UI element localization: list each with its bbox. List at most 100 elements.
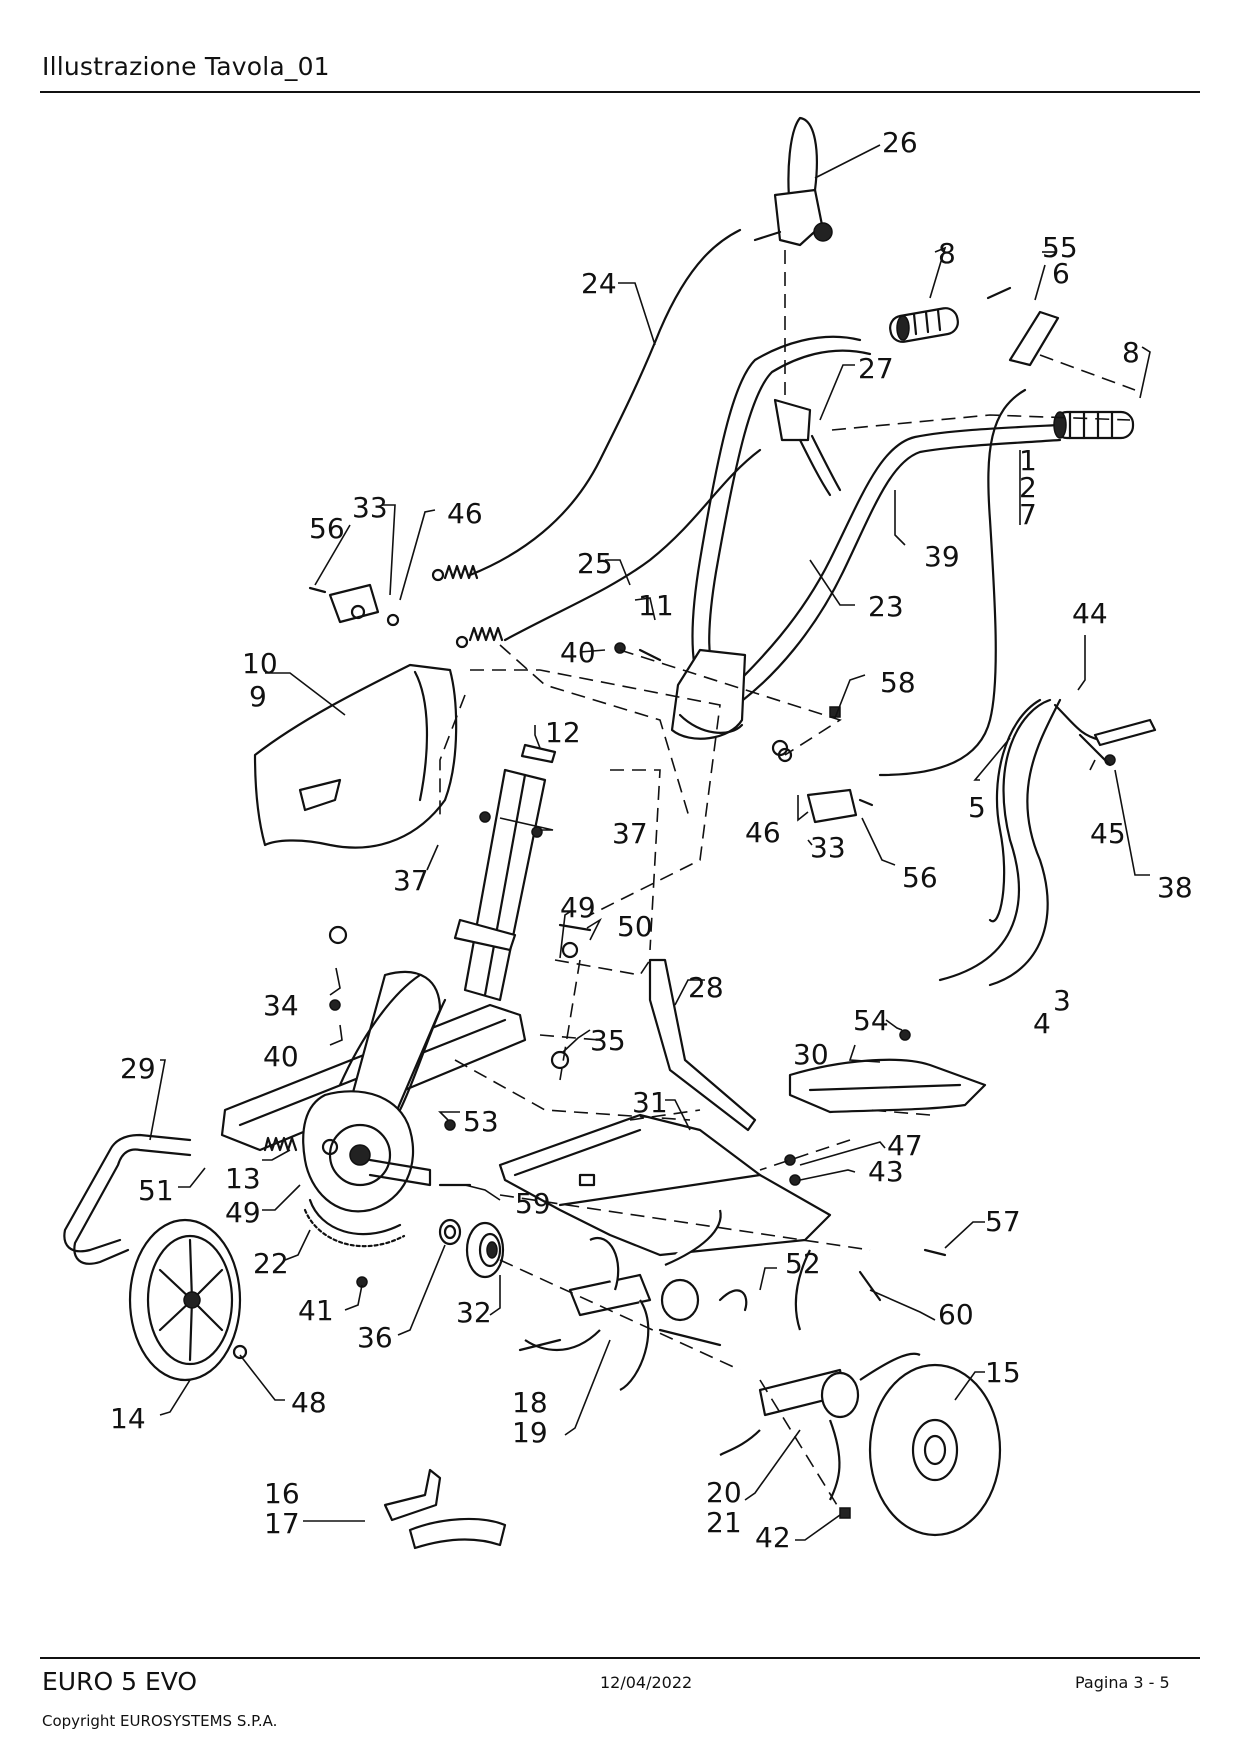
callout-33a: 33 (352, 491, 388, 524)
callout-48: 48 (291, 1386, 327, 1419)
callout-37a: 37 (612, 817, 648, 850)
lever-bracket (986, 286, 1060, 367)
callout-59: 59 (515, 1187, 551, 1220)
page-number: Pagina 3 - 5 (1075, 1673, 1170, 1692)
callout-33b: 33 (810, 831, 846, 864)
ring-gear (303, 1198, 406, 1248)
callout-47: 47 (887, 1129, 923, 1162)
callout-41: 41 (298, 1294, 334, 1327)
callout-60: 60 (938, 1298, 974, 1331)
assembly-lines (439, 250, 1136, 1511)
callout-57: 57 (985, 1205, 1021, 1238)
callout-56a: 56 (309, 512, 345, 545)
callout-8b: 8 (1122, 336, 1140, 369)
exploded-parts-diagram: 26 24 8 55 6 8 27 1 2 7 39 23 25 11 40 3… (63, 116, 1193, 1554)
page-title: Illustrazione Tavola_01 (42, 52, 330, 81)
callout-7: 7 (1019, 498, 1037, 531)
transport-wheel (128, 1218, 248, 1382)
document-date: 12/04/2022 (600, 1673, 693, 1692)
throttle-lever (753, 116, 833, 247)
callout-45: 45 (1090, 817, 1126, 850)
tine-assembly-right (719, 1249, 921, 1501)
callout-15: 15 (985, 1356, 1021, 1389)
callout-46b: 46 (745, 816, 781, 849)
callout-19: 19 (512, 1416, 548, 1449)
callout-42: 42 (755, 1521, 791, 1554)
callout-1: 1 (1019, 444, 1037, 477)
callout-40b: 40 (263, 1040, 299, 1073)
frame-column (453, 743, 557, 1002)
callout-40a: 40 (560, 636, 596, 669)
callout-8a: 8 (938, 237, 956, 270)
cable-bracket-lower (777, 747, 874, 824)
callout-18: 18 (512, 1386, 548, 1419)
fasteners (328, 642, 1157, 1519)
callout-39: 39 (924, 540, 960, 573)
callout-31: 31 (632, 1086, 668, 1119)
callout-11: 11 (638, 589, 674, 622)
callout-34: 34 (263, 989, 299, 1022)
callout-23: 23 (868, 590, 904, 623)
callout-50: 50 (617, 910, 653, 943)
callout-49b: 49 (225, 1196, 261, 1229)
clutch-lever (773, 398, 842, 497)
side-disc (868, 1363, 1002, 1537)
spare-blades (383, 1468, 507, 1550)
cable-bracket-upper (308, 583, 400, 627)
callout-53: 53 (463, 1105, 499, 1138)
callout-51: 51 (138, 1174, 174, 1207)
callout-49a: 49 (560, 891, 596, 924)
callout-13: 13 (225, 1162, 261, 1195)
callout-12: 12 (545, 716, 581, 749)
callout-27: 27 (858, 352, 894, 385)
callout-44: 44 (1072, 597, 1108, 630)
callout-29: 29 (120, 1052, 156, 1085)
callout-54: 54 (853, 1004, 889, 1037)
callout-38: 38 (1157, 871, 1193, 904)
callout-17: 17 (264, 1507, 300, 1540)
handle-grip-left (889, 307, 959, 343)
callout-10: 10 (242, 647, 278, 680)
callout-9: 9 (249, 680, 267, 713)
callout-22: 22 (253, 1247, 289, 1280)
callout-labels: 26 24 8 55 6 8 27 1 2 7 39 23 25 11 40 3… (110, 126, 1193, 1554)
callout-16: 16 (264, 1477, 300, 1510)
callout-52: 52 (785, 1247, 821, 1280)
callout-6: 6 (1052, 257, 1070, 290)
callout-4: 4 (1033, 1007, 1051, 1040)
callout-58: 58 (880, 666, 916, 699)
model-name: EURO 5 EVO (42, 1667, 198, 1696)
handlebar (670, 335, 1062, 740)
copyright: Copyright EUROSYSTEMS S.P.A. (42, 1712, 278, 1730)
transmission-frame (220, 970, 527, 1213)
callout-20: 20 (706, 1476, 742, 1509)
callout-26: 26 (882, 126, 918, 159)
callout-2: 2 (1019, 471, 1037, 504)
leader-lines (149, 144, 1151, 1541)
callout-37b: 37 (393, 864, 429, 897)
tine-guard-side (788, 1058, 987, 1114)
callout-30: 30 (793, 1038, 829, 1071)
depth-stake (648, 958, 757, 1132)
transport-wheel-arm (63, 1133, 339, 1265)
callout-56b: 56 (902, 861, 938, 894)
callout-3: 3 (1053, 984, 1071, 1017)
callout-55: 55 (1042, 231, 1078, 264)
header-divider (40, 91, 1200, 93)
callout-5: 5 (968, 791, 986, 824)
footer-divider (40, 1657, 1200, 1659)
callout-35: 35 (590, 1024, 626, 1057)
callout-32: 32 (456, 1296, 492, 1329)
callout-36: 36 (357, 1321, 393, 1354)
callout-25: 25 (577, 547, 613, 580)
tine-assembly-left (518, 1209, 722, 1391)
tine-guard-center (498, 1113, 832, 1257)
callout-28: 28 (688, 971, 724, 1004)
callout-24: 24 (581, 267, 617, 300)
belt-cover (253, 663, 458, 849)
handle-grip-right (1053, 410, 1135, 440)
callout-46a: 46 (447, 497, 483, 530)
callout-43: 43 (868, 1155, 904, 1188)
cables (431, 228, 1062, 987)
pulley (438, 1218, 505, 1279)
